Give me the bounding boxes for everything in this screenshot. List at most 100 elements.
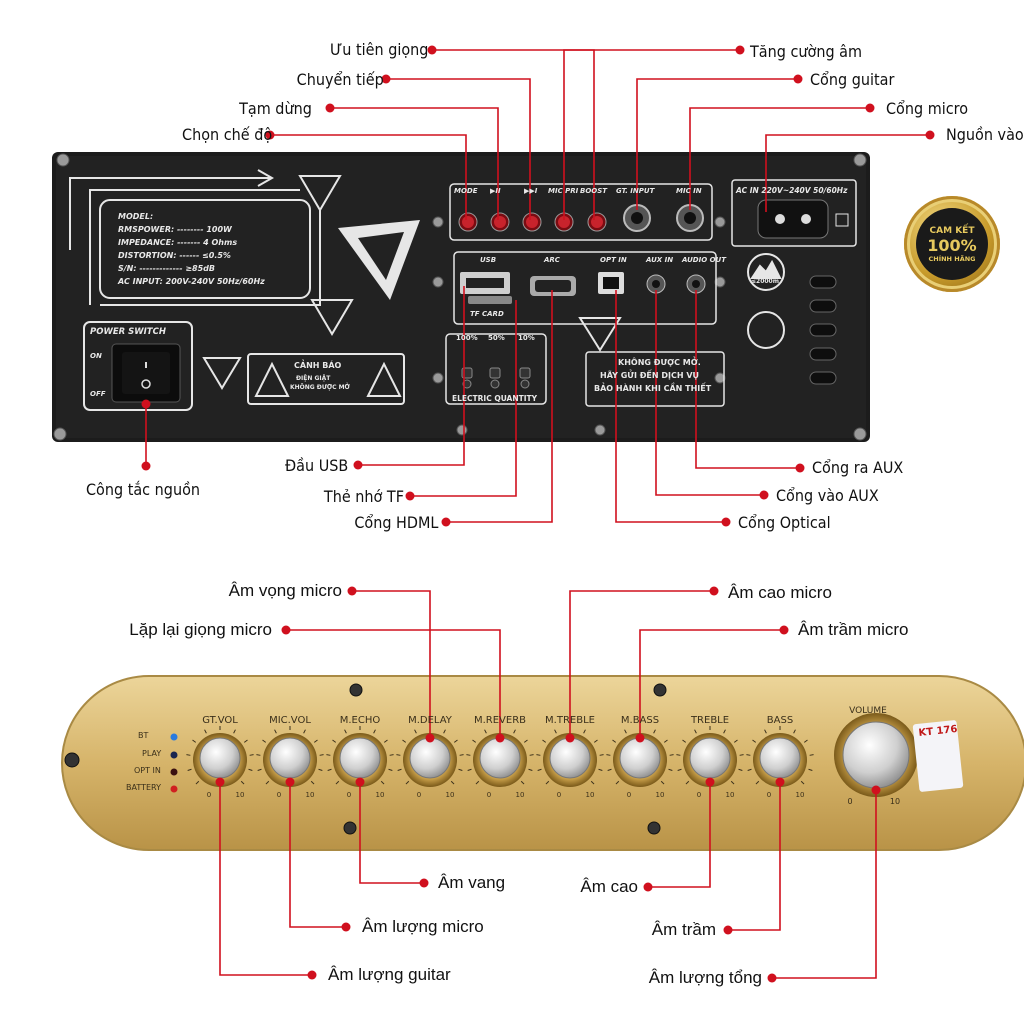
leader-dot-23 — [643, 882, 653, 892]
on-label: ON — [90, 352, 102, 360]
knob-2[interactable] — [256, 726, 324, 787]
leader-line-11 — [410, 300, 517, 497]
knob-label-7: M.BASS — [620, 715, 660, 726]
leader-dot-28 — [495, 733, 505, 743]
knob-3[interactable] — [326, 726, 394, 787]
badge-line-1: CAM KẾT — [929, 225, 975, 236]
audio-out-label: AUDIO OUT — [682, 256, 726, 264]
callout-cong-ra-aux: Cổng ra AUX — [812, 458, 904, 477]
leader-line-17 — [286, 629, 501, 738]
callout-cong-micro: Cổng micro — [886, 99, 969, 118]
indicator-leds — [170, 733, 178, 793]
callout-the-nho-tf: Thẻ nhớ TF — [323, 487, 404, 506]
knob-7[interactable] — [606, 726, 674, 787]
notice-frame — [585, 351, 725, 407]
electric-quantity-label: ELECTRIC QUANTITY — [452, 394, 538, 403]
leader-dot-8 — [925, 130, 935, 140]
sticker — [912, 720, 964, 792]
leader-line-4 — [270, 134, 467, 220]
pct-100: 100% — [456, 334, 478, 342]
callout-am-tram-micro: Âm trầm micro — [798, 620, 909, 639]
knob-1[interactable] — [186, 726, 254, 787]
knob-5[interactable] — [466, 726, 534, 787]
leader-line-13 — [695, 290, 800, 469]
leader-dot-24 — [723, 925, 733, 935]
leader-dot-20 — [419, 878, 429, 888]
knob-label-3: M.ECHO — [339, 715, 381, 726]
knob-scale-min-2: 0 — [276, 791, 282, 799]
callout-am-luong-tong: Âm lượng tổng — [648, 968, 762, 987]
knob-scale-min-4: 0 — [416, 791, 422, 799]
spec-impedance: IMPEDANCE: ------- 4 Ohms — [118, 238, 238, 247]
front-screws — [64, 683, 667, 835]
ac-in-label: AC IN 220V~240V 50/60Hz — [736, 186, 848, 195]
knob-label-4: M.DELAY — [408, 715, 452, 726]
jack-inputs — [623, 204, 704, 232]
knob-scale-min-1: 0 — [206, 791, 212, 799]
leader-dot-26 — [141, 399, 151, 409]
knob-scale-max-3: 10 — [375, 791, 385, 799]
tf-card-label: TF CARD — [470, 310, 504, 318]
callout-am-vang: Âm vang — [438, 873, 506, 892]
leader-line-23 — [648, 782, 711, 888]
knob-scale-max-5: 10 — [515, 791, 525, 799]
knob-scale-min-6: 0 — [556, 791, 562, 799]
gt-input-label: GT. INPUT — [616, 187, 655, 195]
volume-label: VOLUME — [849, 706, 887, 716]
leader-dot-16 — [347, 586, 357, 596]
badge-line-2: 100% — [927, 235, 977, 255]
leader-line-8 — [765, 134, 930, 212]
knob-scale-min-5: 0 — [486, 791, 492, 799]
indicator-bt: BT — [138, 731, 149, 740]
battery-frame — [445, 333, 547, 405]
warning-title: CẢNH BÁO — [294, 361, 342, 370]
leader-dot-22 — [307, 970, 317, 980]
control-strip-frame — [449, 183, 713, 241]
leader-dot-27 — [425, 733, 435, 743]
knob-scale-max-2: 10 — [305, 791, 315, 799]
indicator-battery: BATTERY — [126, 783, 161, 792]
volume-knob — [834, 713, 918, 797]
knob-8[interactable] — [676, 726, 744, 787]
knob-label-5: M.REVERB — [473, 715, 527, 726]
opt-in-label: OPT IN — [600, 256, 627, 264]
knob-scale-max-4: 10 — [445, 791, 455, 799]
leader-line-24 — [728, 782, 781, 931]
panel-screws — [53, 153, 867, 441]
off-label: OFF — [90, 390, 106, 398]
io-ports — [460, 272, 706, 304]
leader-dot-13 — [795, 463, 805, 473]
vents — [809, 275, 837, 385]
callout-am-cao: Âm cao — [580, 877, 638, 896]
leader-line-3 — [330, 107, 499, 220]
callout-lap-lai-giong-micro: Lặp lại giọng micro — [129, 620, 272, 639]
callout-tang-cuong-am: Tăng cường âm — [750, 42, 863, 61]
callout-cong-vao-aux: Cổng vào AUX — [776, 486, 879, 505]
side-icons — [747, 253, 785, 349]
knob-scale-min-9: 0 — [766, 791, 772, 799]
callout-cong-optical: Cổng Optical — [738, 513, 831, 532]
ac-inlet — [731, 179, 857, 247]
leader-dot-12 — [441, 517, 451, 527]
knob-scale-min-3: 0 — [346, 791, 352, 799]
leader-dot-2 — [381, 74, 391, 84]
spec-frame — [69, 169, 321, 306]
leader-line-15 — [615, 290, 726, 523]
callout-nguon-vao: Nguồn vào — [946, 125, 1024, 144]
warning-text-2: KHÔNG ĐƯỢC MỞ — [290, 384, 350, 391]
leader-dot-21 — [341, 922, 351, 932]
knob-scale-max-1: 10 — [235, 791, 245, 799]
spec-model: MODEL: — [118, 212, 154, 221]
leader-dot-34 — [705, 777, 715, 787]
leader-dot-6 — [793, 74, 803, 84]
leader-dot-7 — [865, 103, 875, 113]
knob-scale-max-9: 10 — [795, 791, 805, 799]
aux-in-label: AUX IN — [646, 256, 674, 264]
leader-dot-11 — [405, 491, 415, 501]
knob-9[interactable] — [746, 726, 814, 787]
volume-scale-min: 0 — [847, 797, 853, 806]
knob-label-6: M.TREBLE — [545, 715, 595, 726]
leader-line-12 — [446, 290, 553, 523]
indicator-opt-in: OPT IN — [134, 766, 161, 775]
leader-dot-31 — [355, 777, 365, 787]
